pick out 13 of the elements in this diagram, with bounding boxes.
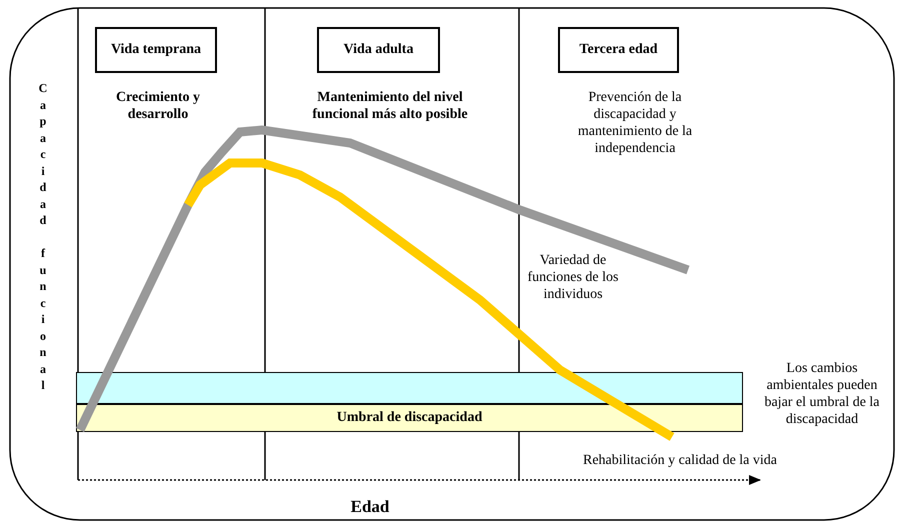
- annotation-text: Los cambios ambientales pueden bajar el umbral de la discapacidad: [763, 360, 881, 428]
- stage-box: Tercera edad: [558, 27, 679, 73]
- stage-box: Vida temprana: [95, 27, 217, 73]
- annotation-text: Rehabilitación y calidad de la vida: [582, 452, 778, 469]
- stage-description: Crecimiento y desarrollo: [114, 89, 202, 123]
- environment-band: [76, 372, 743, 404]
- stage-box: Vida adulta: [317, 27, 440, 73]
- annotation-text: Variedad de funciones de los individuos: [526, 252, 620, 303]
- axis-title: Edad: [350, 498, 390, 515]
- stage-description: Prevención de la discapacidad y mantenimiento de la independencia: [576, 89, 694, 157]
- axis-title: Capacidad funcional: [38, 80, 48, 394]
- threshold-band: Umbral de discapacidad: [76, 404, 743, 432]
- stage-description: Mantenimiento del nivel funcional más alto posible: [311, 89, 469, 123]
